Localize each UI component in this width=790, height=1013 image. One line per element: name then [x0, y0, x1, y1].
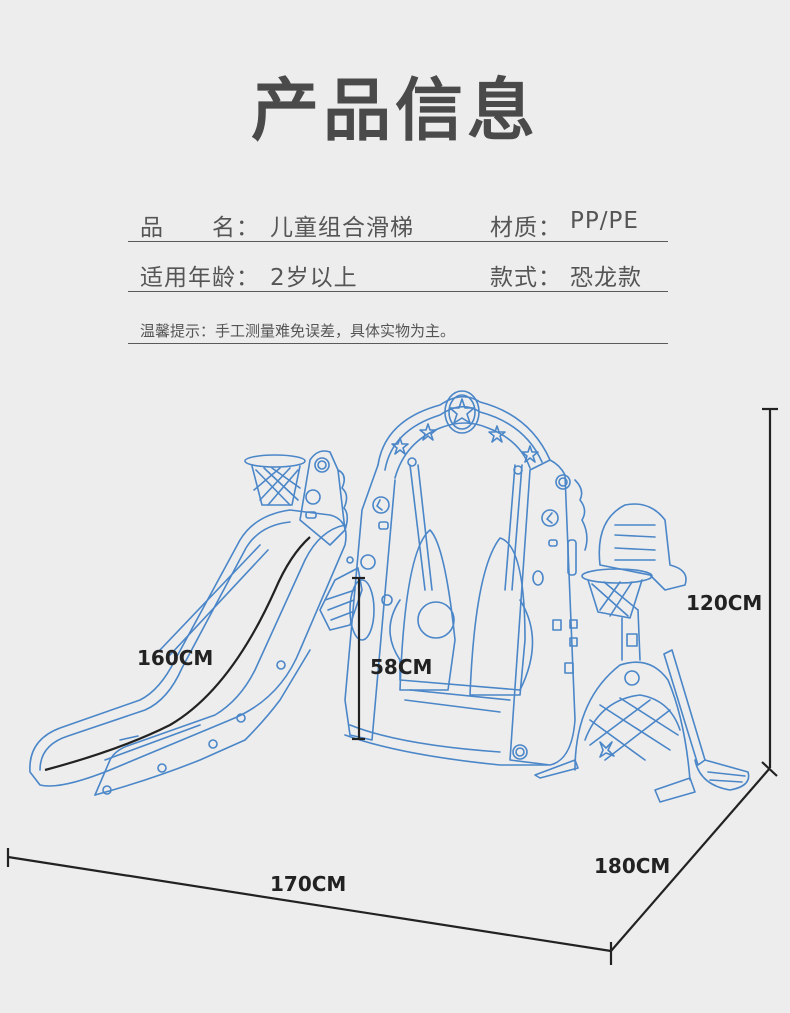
- slide-length-line: [44, 536, 311, 772]
- product-name-value: 儿童组合滑梯: [270, 215, 414, 241]
- style-value: 恐龙款: [570, 265, 642, 291]
- swing-frame-drawing: [344, 390, 588, 766]
- left-pillar-drawing: [299, 450, 349, 546]
- product-name-label: 品 名：: [140, 215, 260, 241]
- age-label: 适用年龄：: [140, 265, 260, 291]
- depth-line: [610, 767, 771, 952]
- page-title: 产品信息: [250, 72, 539, 151]
- note-row: 温馨提示：手工测量难免误差，具体实物为主。: [128, 318, 668, 344]
- material-value: PP/PE: [570, 208, 639, 234]
- ladder-drawing: [319, 554, 376, 641]
- measurement-note: 温馨提示：手工测量难免误差，具体实物为主。: [140, 322, 456, 340]
- age-value: 2岁以上: [270, 265, 358, 291]
- slide-drawing: [29, 509, 347, 796]
- left-hoop-drawing: [244, 454, 306, 506]
- style-label: 款式：: [490, 265, 562, 291]
- width-label: 170CM: [270, 872, 347, 896]
- spec-row-2: 适用年龄： 2岁以上 款式： 恐龙款: [128, 258, 668, 292]
- total-height-label: 120CM: [686, 591, 763, 615]
- width-line: [7, 855, 612, 953]
- dimension-lines: [6, 407, 778, 965]
- right-hoop-drawing: [581, 503, 687, 661]
- slide-length-label: 160CM: [137, 646, 214, 670]
- goal-drawing: [534, 649, 750, 803]
- depth-label: 180CM: [594, 854, 671, 878]
- slide-height-label: 58CM: [370, 655, 433, 679]
- swing-seat-drawing: [389, 457, 534, 713]
- spec-row-1: 品 名： 儿童组合滑梯 材质： PP/PE: [128, 208, 668, 242]
- material-label: 材质：: [490, 215, 562, 241]
